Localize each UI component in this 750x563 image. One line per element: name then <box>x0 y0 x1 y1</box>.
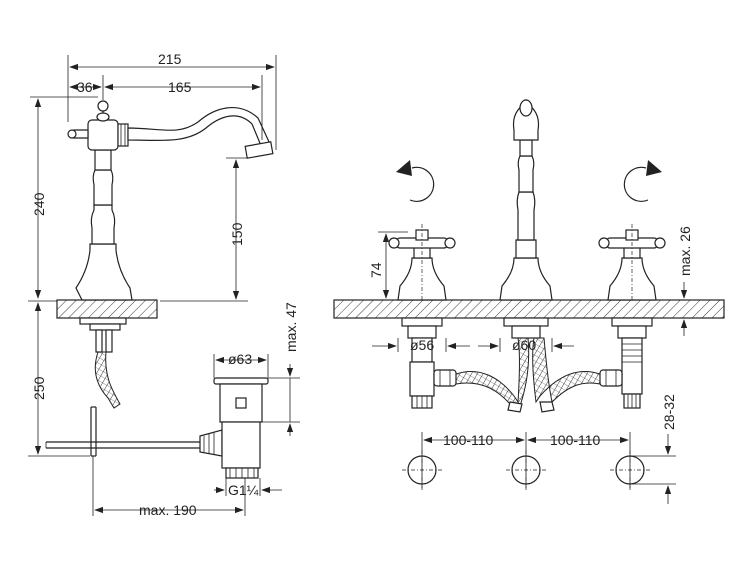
deck-section-left <box>56 299 158 319</box>
side-view <box>28 55 300 516</box>
dim-valve-height: 74 <box>368 262 384 278</box>
dim-spacing-left: 100-110 <box>443 432 494 448</box>
dim-below-deck: 250 <box>31 376 47 400</box>
front-view <box>333 99 725 504</box>
mounting-hole-center <box>506 450 546 490</box>
dim-overall-width: 215 <box>158 51 182 67</box>
supply-hose-right-front <box>532 337 601 404</box>
dim-spout-diameter: ø60 <box>512 337 536 353</box>
deck-section-right <box>333 299 725 319</box>
dim-valve-diameter: ø56 <box>410 337 434 353</box>
mixer-body-side <box>75 243 133 301</box>
dim-waste-max: max. 47 <box>283 302 299 352</box>
right-valve <box>598 224 666 301</box>
supply-hose-left <box>94 351 121 409</box>
rotate-counterclockwise-icon <box>396 160 435 202</box>
dim-waste-thread: G1¼ <box>228 482 259 498</box>
center-spout <box>499 99 553 301</box>
dim-rod-max: max. 190 <box>139 502 197 518</box>
dim-waste-diameter: ø63 <box>228 351 252 367</box>
spout <box>127 107 271 149</box>
dim-spacing-right: 100-110 <box>550 432 601 448</box>
dim-deck-max: max. 26 <box>677 226 693 276</box>
dim-spout-height: 150 <box>229 222 245 246</box>
dim-handle-offset: 36 <box>77 79 93 95</box>
mounting-hole-left <box>402 450 442 490</box>
dim-spout-reach: 165 <box>168 79 192 95</box>
pop-up-waste <box>199 377 269 479</box>
dim-total-height: 240 <box>31 192 47 216</box>
rotate-clockwise-icon <box>623 160 662 202</box>
supply-hose-left-front <box>455 337 530 407</box>
left-valve <box>388 224 456 301</box>
dim-hole-diameter: 28-32 <box>661 394 677 430</box>
